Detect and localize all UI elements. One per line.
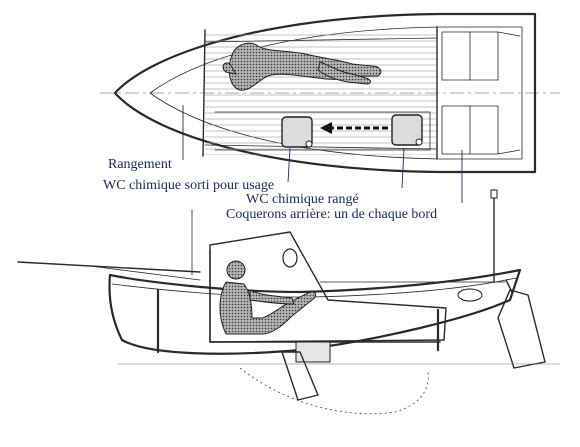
wc-stowed-icon (391, 114, 423, 146)
keel (281, 351, 319, 401)
profile-view (17, 189, 560, 415)
plan-view (100, 12, 560, 174)
profile-hull (108, 268, 522, 355)
leader-lines (182, 105, 463, 203)
hull-window (457, 288, 483, 302)
wc-in-use-icon (281, 116, 313, 148)
label-wc-in-use: WC chimique sorti pour usage (103, 178, 274, 193)
label-storage: Rangement (108, 157, 172, 172)
rudder (497, 289, 546, 369)
dashed-arrow-icon (320, 122, 388, 134)
label-wc-stowed: WC chimique rangé (246, 192, 359, 207)
plan-forward-bulkhead (202, 29, 206, 157)
human-figure-icon (222, 42, 382, 91)
plan-hull (113, 12, 537, 174)
label-aft-lockers: Coquerons arrière: un de chaque bord (226, 207, 437, 222)
human-figure-icon (219, 260, 317, 335)
wc-under-floor-icon (295, 341, 331, 363)
porthole (282, 248, 298, 268)
centreboard-swing-arc (239, 367, 429, 415)
bowsprit (17, 261, 201, 273)
